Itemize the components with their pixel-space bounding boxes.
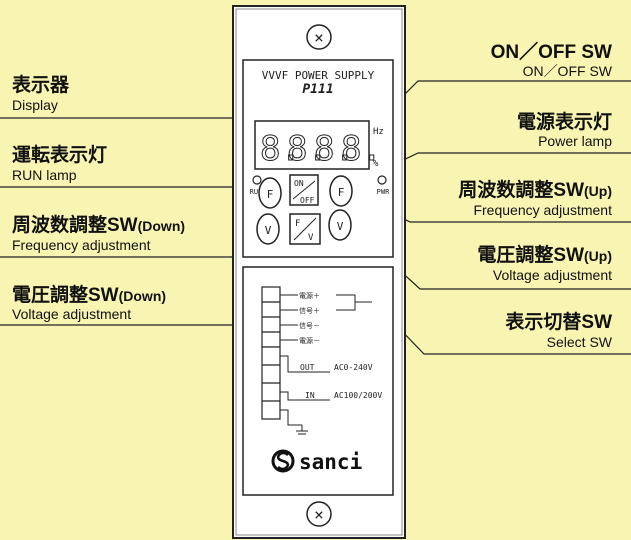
freq-down-button-label: F	[267, 188, 274, 201]
display-label-jp: 表示器	[12, 75, 70, 96]
volt-up-label-main: 電圧調整SW	[477, 245, 584, 266]
freq-up-button[interactable]: F	[329, 175, 353, 207]
select-button[interactable]: F V	[289, 213, 321, 245]
freq-up-label-suffix: (Up)	[584, 183, 612, 199]
volt-up-button[interactable]: V	[328, 209, 352, 241]
power-lamp-label-en: Power lamp	[538, 133, 612, 149]
display-window	[254, 120, 370, 170]
brand-logo-swoosh	[276, 451, 290, 471]
bottom-screw-icon	[306, 501, 332, 527]
freq-up-button-label: F	[338, 186, 345, 199]
volt-down-label-main: 電圧調整SW	[12, 285, 119, 306]
terminal-block	[261, 286, 281, 420]
run-lamp-label-en: RUN lamp	[12, 167, 77, 183]
select-button-f: F	[295, 219, 300, 229]
terminal-wires	[280, 294, 372, 435]
brand-name: sanci	[299, 450, 362, 474]
select-button-v: V	[308, 233, 314, 243]
volt-up-label-jp: 電圧調整SW(Up)	[477, 240, 612, 267]
onoff-label-jp: ON／OFF SW	[490, 42, 612, 63]
onoff-button-off: OFF	[300, 196, 315, 205]
in-label: IN	[305, 391, 315, 400]
select-divider	[293, 217, 317, 241]
volt-down-label-en: Voltage adjustment	[12, 306, 132, 322]
onoff-divider	[292, 180, 316, 200]
display-digits: 8. 8. 8. 8.	[260, 129, 383, 170]
freq-down-leader	[0, 204, 266, 258]
display-label-en: Display	[12, 97, 58, 113]
freq-up-label-en: Frequency adjustment	[473, 202, 612, 218]
onoff-button[interactable]: ON OFF	[289, 174, 319, 206]
run-led-label: RUN	[250, 188, 263, 196]
freq-up-label-main: 周波数調整SW	[458, 180, 584, 201]
volt-down-button-label: V	[265, 224, 272, 237]
panel-inner-frame	[235, 8, 403, 536]
freq-down-label-jp: 周波数調整SW(Down)	[12, 210, 185, 237]
freq-up-button-body[interactable]	[329, 175, 353, 207]
volt-down-label-jp: 電圧調整SW(Down)	[12, 280, 166, 307]
panel-model: P111	[302, 82, 333, 97]
terminal-labels: 電源＋ 信号＋ 信号－ 電源－	[299, 291, 320, 345]
volt-down-button[interactable]: V	[256, 213, 280, 245]
volt-down-button-body[interactable]	[256, 213, 280, 245]
freq-up-label-jp: 周波数調整SW(Up)	[458, 175, 612, 202]
top-screw-mark: ×	[314, 28, 324, 47]
power-lamp-label-jp: 電源表示灯	[516, 112, 612, 133]
freq-down-label-en: Frequency adjustment	[12, 237, 151, 253]
select-label-jp: 表示切替SW	[505, 312, 612, 333]
volt-up-button-body[interactable]	[328, 209, 352, 241]
terminal-label-2: 信号＋	[299, 306, 320, 315]
terminal-label-1: 電源＋	[299, 291, 320, 300]
panel-title: VVVF POWER SUPPLY	[262, 69, 375, 82]
select-label-en: Select SW	[546, 334, 612, 350]
run-lamp-label-jp: 運転表示灯	[12, 145, 108, 166]
pwr-led-label: PWR	[377, 188, 390, 196]
onoff-button-on: ON	[294, 179, 304, 188]
terminal-label-4: 電源－	[299, 336, 320, 345]
volt-up-label-suffix: (Up)	[584, 248, 612, 264]
volt-down-label-suffix: (Down)	[118, 288, 167, 304]
in-range: AC100/200V	[334, 391, 382, 400]
out-label: OUT	[300, 363, 315, 372]
volt-up-label-en: Voltage adjustment	[492, 267, 612, 283]
display-digit-2: 8.	[287, 129, 328, 169]
freq-down-button-body[interactable]	[258, 177, 282, 209]
pwr-led-icon	[377, 175, 387, 185]
display-leader	[0, 117, 266, 133]
unit-pct: %	[373, 159, 379, 169]
bottom-screw-mark: ×	[314, 505, 324, 524]
run-lamp-leader	[0, 181, 256, 188]
onoff-label-en: ON／OFF SW	[522, 63, 612, 79]
display-digit-3: 8.	[314, 129, 355, 169]
out-range: AC0-240V	[334, 363, 373, 372]
unit-hz: Hz	[373, 127, 384, 137]
volt-up-button-label: V	[337, 220, 344, 233]
display-digit-1: 8.	[260, 129, 301, 169]
freq-down-label-main: 周波数調整SW	[12, 215, 138, 236]
top-screw-icon	[306, 24, 332, 50]
terminal-label-3: 信号－	[299, 321, 320, 330]
brand-logo: sanci	[271, 449, 362, 474]
freq-down-button[interactable]: F	[258, 177, 282, 209]
volt-down-leader	[0, 231, 269, 326]
freq-down-label-suffix: (Down)	[137, 218, 186, 234]
display-digit-4: 8.	[341, 129, 382, 169]
run-led-icon	[252, 175, 262, 185]
